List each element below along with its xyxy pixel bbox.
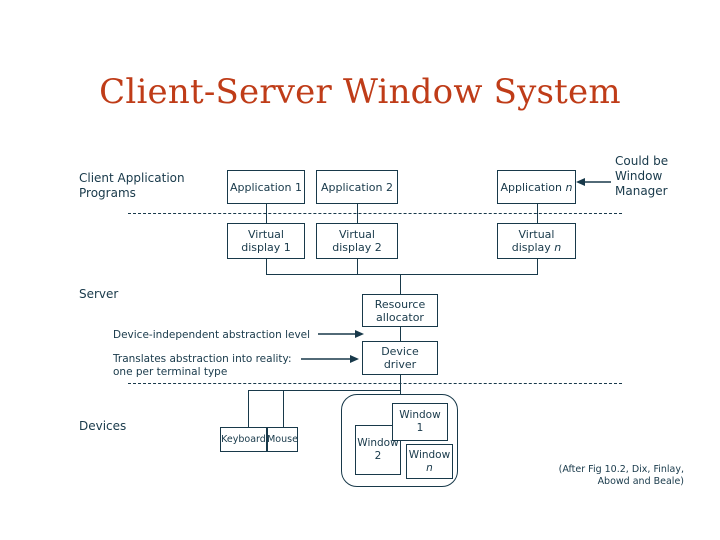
box-keyboard-label: Keyboard bbox=[221, 434, 266, 445]
box-application-n[interactable]: Application n bbox=[497, 170, 576, 204]
box-application-2[interactable]: Application 2 bbox=[316, 170, 398, 204]
arrow-window-manager-icon bbox=[576, 175, 612, 189]
annotation-could-be-window-manager: Could be Window Manager bbox=[615, 154, 669, 198]
link-resource-allocator-device-driver bbox=[400, 327, 401, 342]
annotation-device-independent: Device-independent abstraction level bbox=[113, 329, 311, 341]
drop-vdisplay2-bus bbox=[357, 259, 358, 275]
annotation-translates: Translates abstraction into reality: one… bbox=[113, 353, 292, 378]
drop-screen bbox=[400, 390, 401, 395]
link-bus-resource-allocator bbox=[400, 274, 401, 295]
drop-keyboard bbox=[248, 390, 249, 427]
drop-vdisplay1-bus bbox=[266, 259, 267, 275]
layer-label-client: Client Application Programs bbox=[79, 171, 185, 200]
box-application-n-label: Application n bbox=[500, 180, 573, 194]
layer-label-devices: Devices bbox=[79, 419, 127, 433]
box-keyboard[interactable]: Keyboard bbox=[220, 427, 267, 452]
drop-mouse bbox=[283, 390, 284, 427]
bus-devices bbox=[248, 390, 400, 391]
drop-vdisplayn-bus bbox=[537, 259, 538, 275]
divider-server-devices bbox=[128, 383, 622, 384]
layer-label-server: Server bbox=[79, 287, 119, 301]
box-application-1[interactable]: Application 1 bbox=[227, 170, 305, 204]
box-application-1-label: Application 1 bbox=[230, 180, 302, 194]
bus-virtual-displays bbox=[266, 274, 538, 275]
page-title: Client-Server Window System bbox=[99, 72, 621, 112]
divider-client-server bbox=[128, 213, 622, 214]
credit-text: (After Fig 10.2, Dix, Finlay, Abowd and … bbox=[558, 464, 684, 487]
box-application-2-label: Application 2 bbox=[321, 180, 393, 194]
arrow-device-independent-icon bbox=[318, 328, 364, 340]
box-mouse[interactable]: Mouse bbox=[267, 427, 298, 452]
box-mouse-label: Mouse bbox=[267, 434, 298, 445]
arrow-translates-icon bbox=[301, 353, 359, 365]
